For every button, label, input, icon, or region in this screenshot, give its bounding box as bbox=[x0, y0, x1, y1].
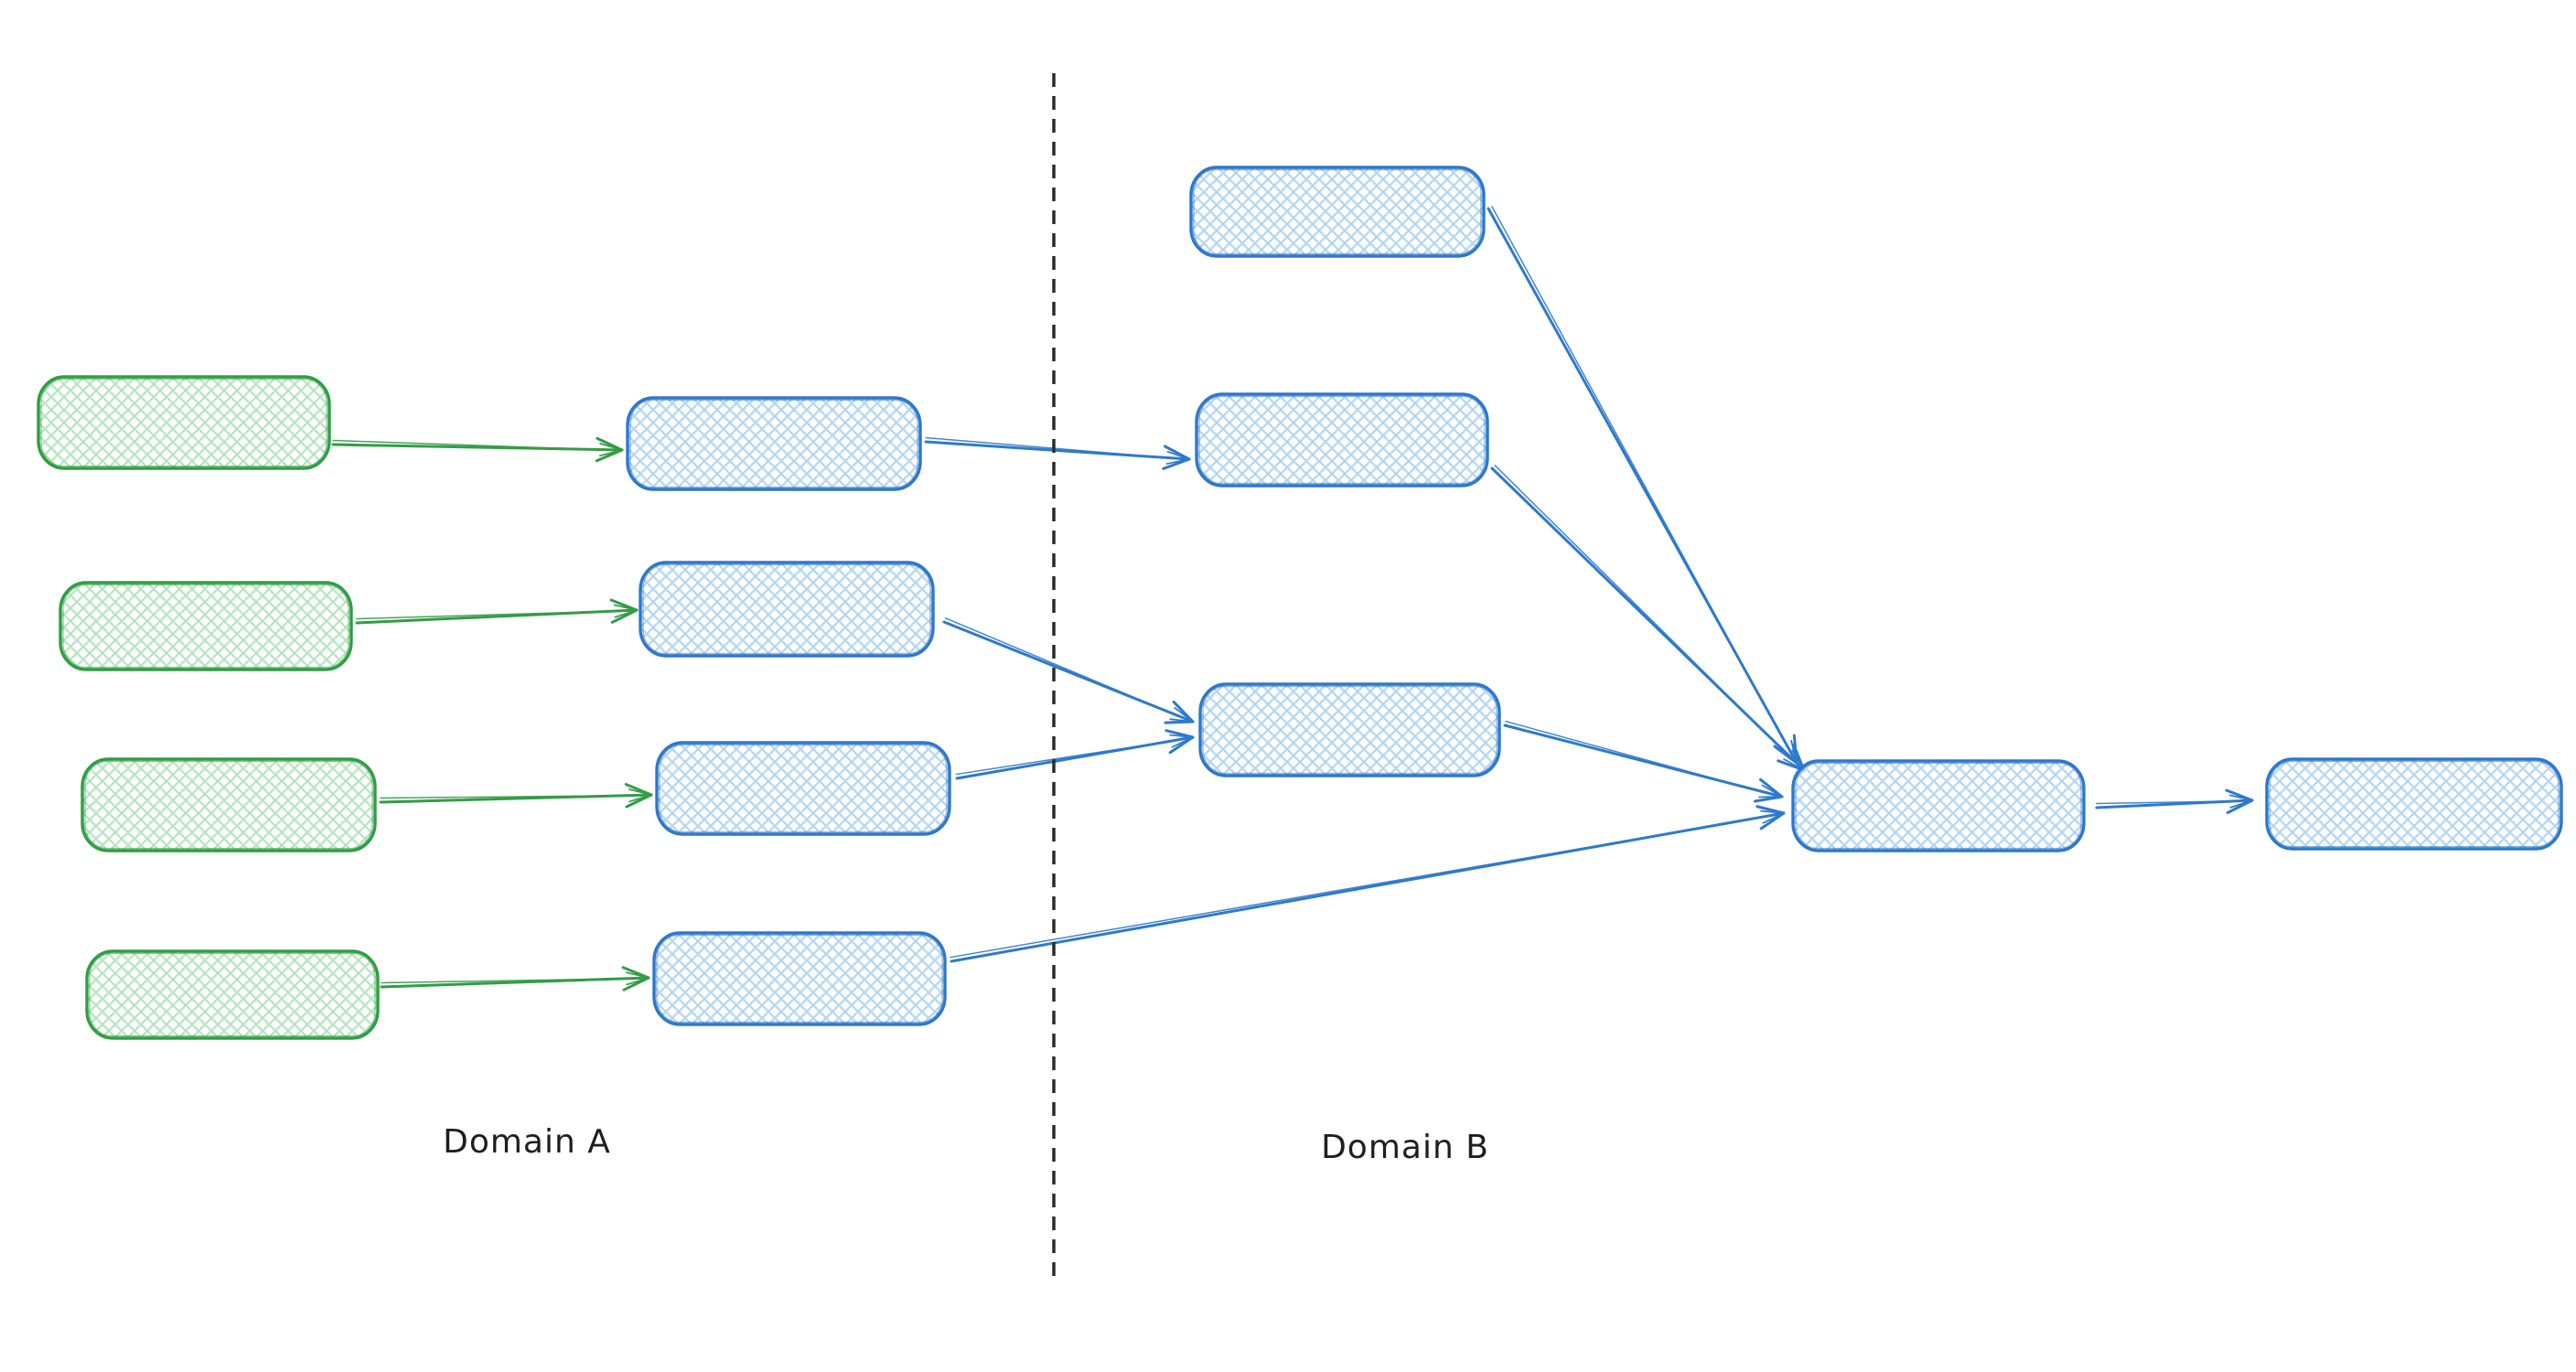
edge-a-src-4-to-a-proc-4 bbox=[380, 966, 650, 991]
node-b-in-3[interactable] bbox=[1198, 682, 1501, 777]
node-b-out[interactable] bbox=[2265, 757, 2563, 851]
node-a-src-2[interactable] bbox=[59, 581, 353, 671]
edge-a-proc-4-to-b-merge bbox=[950, 805, 1786, 963]
node-a-src-4[interactable] bbox=[85, 949, 380, 1040]
edge-a-src-1-to-a-proc-1 bbox=[331, 436, 624, 463]
nodes-layer bbox=[37, 166, 2563, 1040]
node-a-proc-2[interactable] bbox=[639, 561, 935, 658]
edge-b-merge-to-b-out bbox=[2095, 788, 2254, 815]
node-a-src-3[interactable] bbox=[80, 757, 377, 852]
edges-layer bbox=[331, 206, 2254, 991]
edge-b-in-3-to-b-merge bbox=[1503, 720, 1784, 803]
edge-a-src-3-to-a-proc-3 bbox=[379, 783, 653, 809]
edge-b-in-1-to-b-merge bbox=[1487, 206, 1798, 765]
domain-a-label: Domain A bbox=[443, 1123, 611, 1161]
node-b-merge[interactable] bbox=[1791, 759, 2086, 852]
edge-a-src-2-to-a-proc-2 bbox=[355, 598, 639, 625]
node-a-proc-3[interactable] bbox=[655, 741, 951, 836]
node-a-src-1[interactable] bbox=[37, 375, 331, 470]
node-b-in-2[interactable] bbox=[1195, 392, 1489, 488]
edge-a-proc-3-to-b-in-3 bbox=[955, 729, 1195, 780]
node-b-in-1[interactable] bbox=[1189, 166, 1486, 258]
node-a-proc-4[interactable] bbox=[652, 931, 947, 1026]
domain-b-label: Domain B bbox=[1321, 1129, 1489, 1166]
edge-a-proc-1-to-b-in-2 bbox=[924, 436, 1191, 470]
edge-a-proc-2-to-b-in-3 bbox=[942, 617, 1195, 724]
edge-b-in-2-to-b-merge bbox=[1490, 465, 1806, 772]
node-a-proc-1[interactable] bbox=[626, 396, 922, 491]
